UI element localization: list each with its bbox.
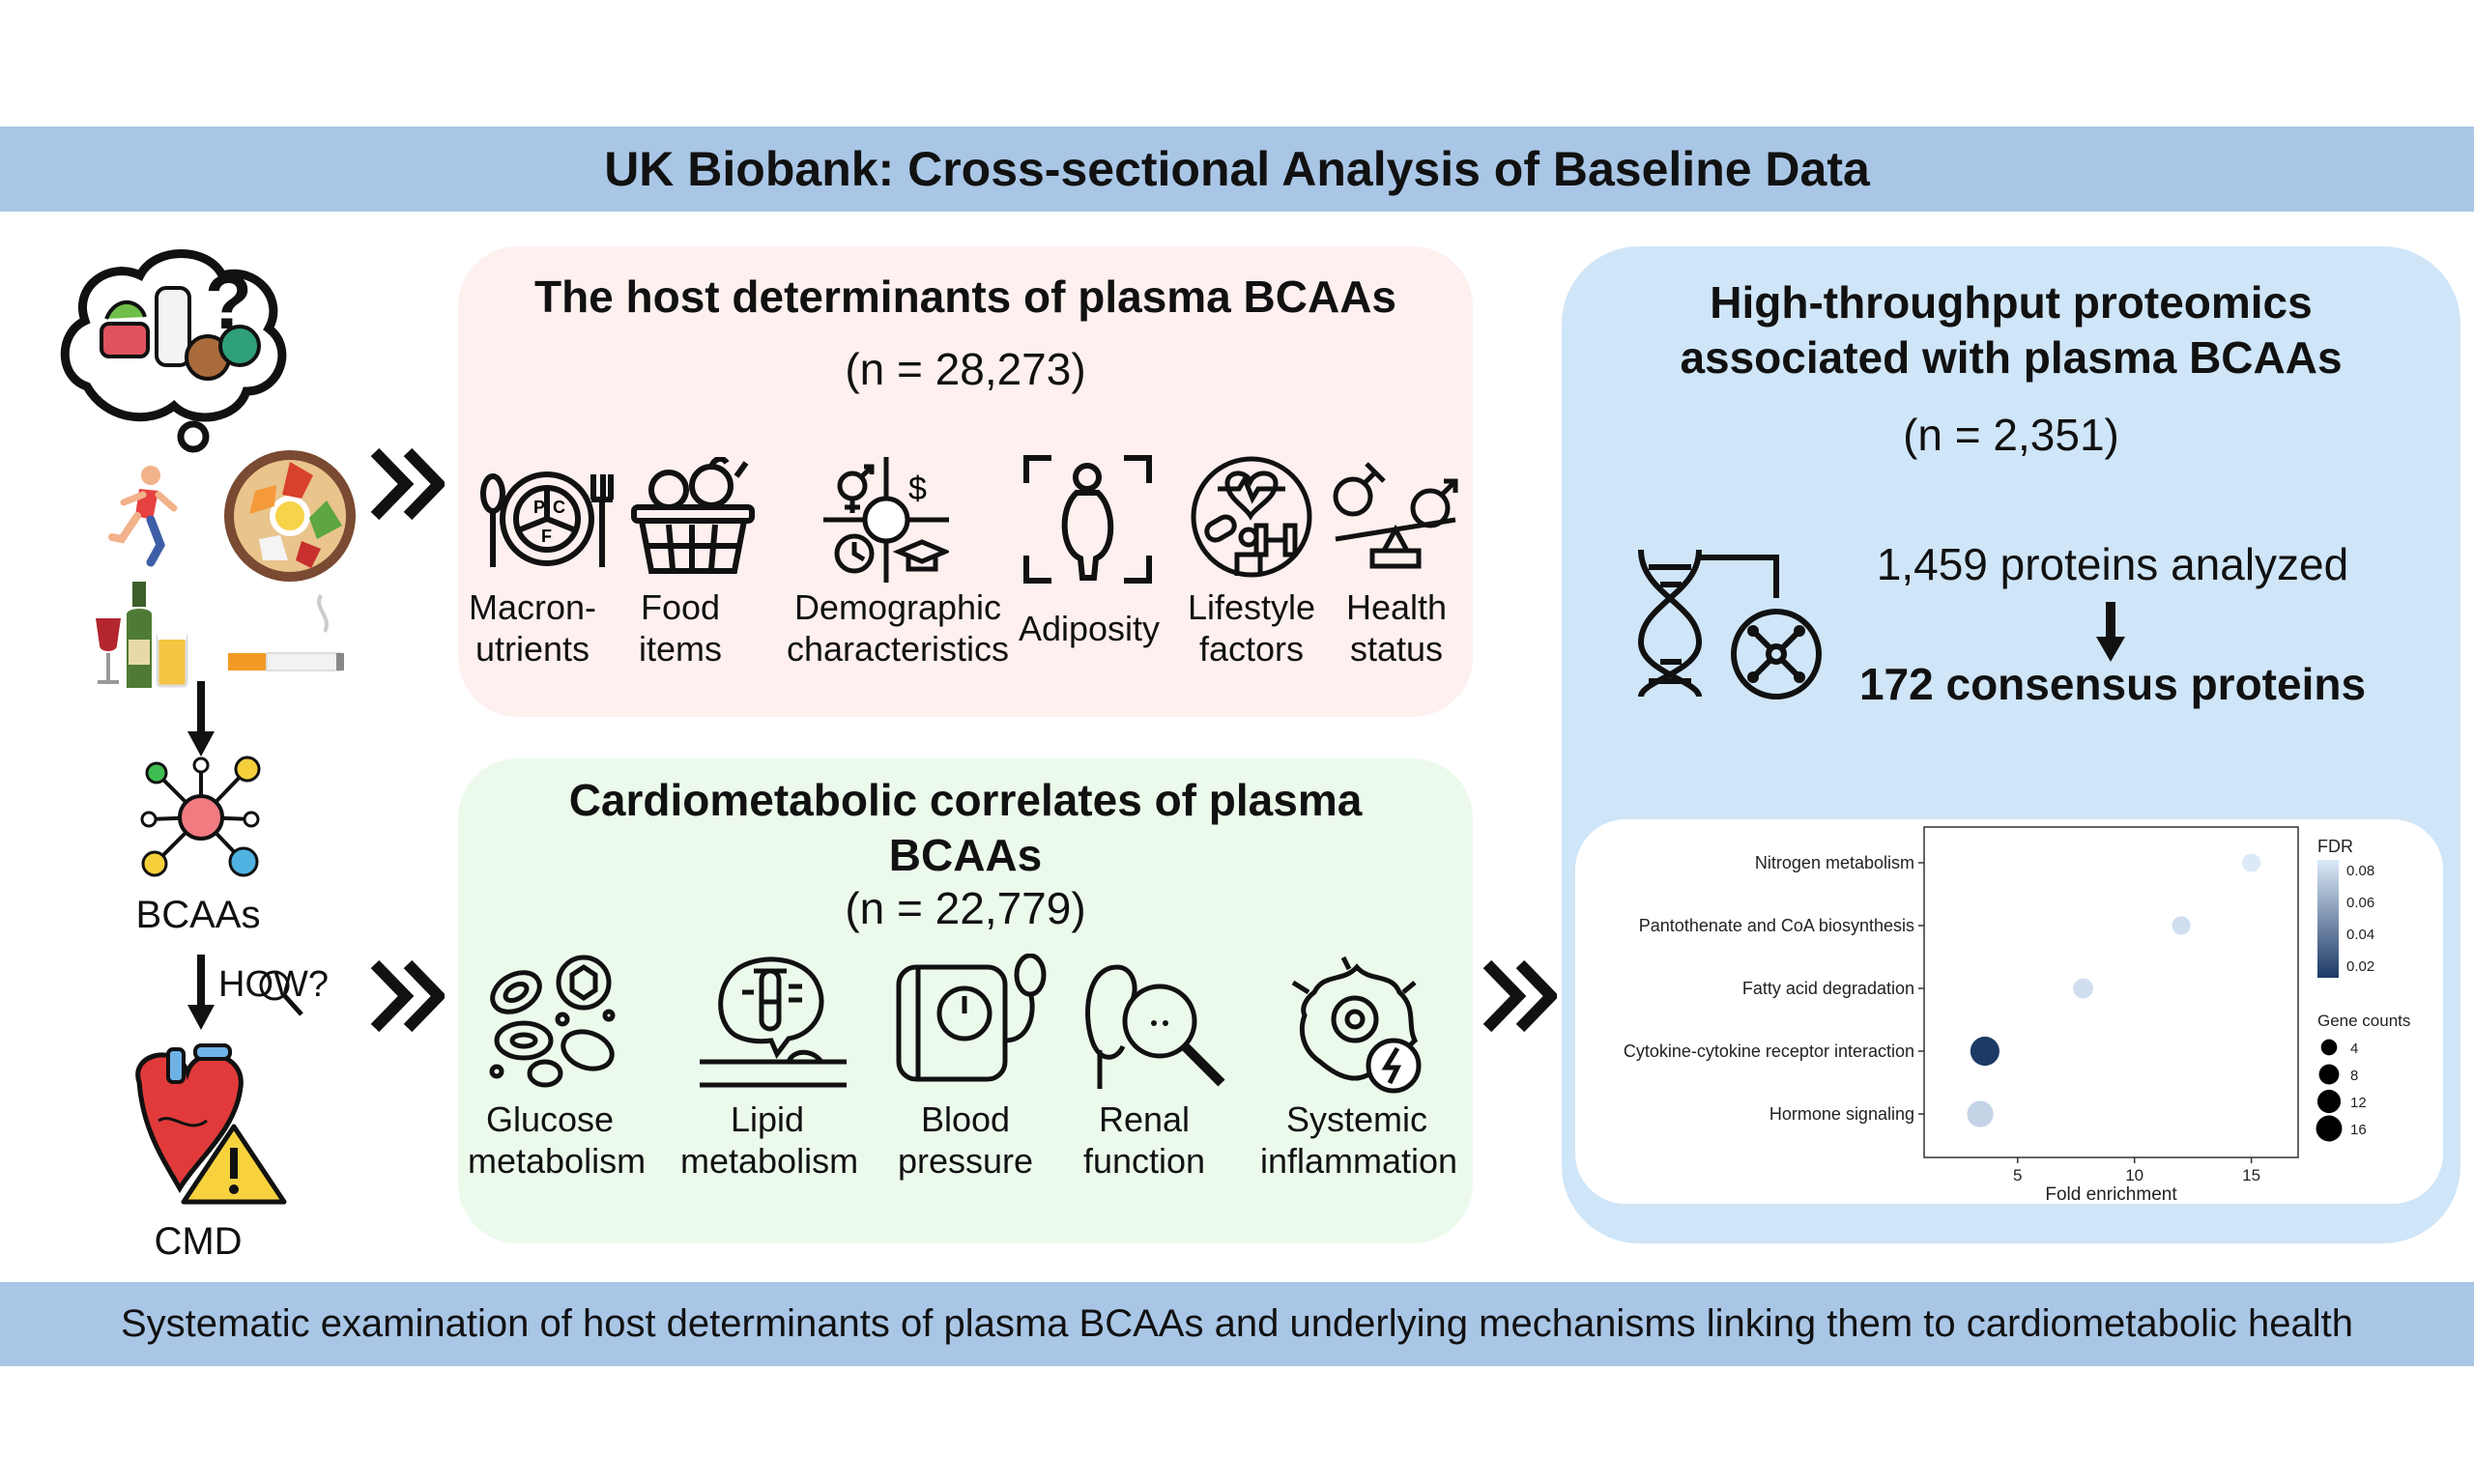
size-legend-dot	[2316, 1089, 2342, 1114]
proteins-analyzed-text: 1,459 proteins analyzed	[1876, 539, 2349, 589]
drinks-icon	[96, 582, 188, 688]
plot-area	[1923, 826, 2299, 1158]
x-axis-label: Fold enrichment	[2045, 1184, 2177, 1204]
size-legend-label: 16	[2350, 1122, 2367, 1138]
size-legend-label: 12	[2350, 1095, 2367, 1111]
size-legend-dot	[2320, 1039, 2338, 1056]
fdr-legend-label: 0.02	[2346, 958, 2374, 975]
cmd-label: CMD	[154, 1220, 243, 1263]
cigarette-icon	[228, 594, 344, 671]
double-chevron-right-icon	[370, 959, 445, 1033]
arrow-down-icon	[187, 955, 215, 1030]
host-item-macronutrients: Macron-utrients	[468, 587, 597, 669]
size-legend-label: 4	[2350, 1041, 2358, 1057]
heart-dumbbell-icon	[1191, 456, 1312, 578]
body-scan-icon	[1023, 455, 1152, 584]
summary-text: Systematic examination of host determina…	[120, 1302, 2354, 1345]
data-point	[2172, 916, 2191, 935]
y-tick-label: Fatty acid degradation	[1742, 979, 1914, 998]
blood-cells-sugar-icon	[489, 955, 616, 1088]
dna-protein-icon	[1637, 549, 1822, 699]
fdr-legend-label: 0.08	[2346, 863, 2374, 879]
heart-warning-icon	[135, 1043, 287, 1205]
host-determinants-panel: The host determinants of plasma BCAAs (n…	[458, 246, 1473, 717]
svg-text:$: $	[908, 471, 927, 507]
fdr-colorbar	[2317, 860, 2339, 978]
double-chevron-right-icon	[370, 447, 445, 521]
data-point	[2073, 978, 2093, 999]
food-question-thought-icon: ?	[60, 249, 287, 453]
y-tick-label: Nitrogen metabolism	[1755, 853, 1914, 872]
bcaa-label: BCAAs	[135, 894, 261, 936]
host-panel-title: The host determinants of plasma BCAAs	[533, 271, 1397, 322]
arrow-down-icon	[187, 681, 215, 756]
fdr-legend-label: 0.06	[2346, 895, 2374, 911]
food-basket-icon	[631, 457, 755, 574]
y-tick-label: Pantothenate and CoA biosynthesis	[1639, 916, 1914, 935]
size-legend-dot	[2316, 1115, 2343, 1142]
host-sample-size: (n = 28,273)	[845, 344, 1086, 394]
demographics-icon: $	[823, 457, 949, 583]
consensus-proteins-text: 172 consensus proteins	[1858, 659, 2367, 709]
double-chevron-right-icon	[1482, 959, 1557, 1033]
x-tick-label: 15	[2242, 1166, 2260, 1184]
cardio-panel-title: Cardiometabolic correlates of plasma BCA…	[568, 775, 1363, 880]
y-tick-label: Hormone signaling	[1769, 1104, 1914, 1124]
magnifier-icon	[259, 970, 303, 1016]
kidney-magnifier-icon	[1085, 964, 1225, 1089]
svg-text:C: C	[553, 498, 565, 517]
cardio-sample-size: (n = 22,779)	[845, 883, 1086, 933]
summary-banner: Systematic examination of host determina…	[0, 1282, 2474, 1366]
test-tube-lipid-icon	[700, 956, 847, 1088]
inflamed-cell-icon	[1291, 956, 1422, 1094]
data-point	[1970, 1036, 1999, 1067]
host-item-adiposity: Adiposity	[1018, 609, 1161, 648]
x-tick-label: 5	[2013, 1166, 2022, 1184]
proteomics-sample-size: (n = 2,351)	[1903, 410, 2119, 460]
data-point	[2242, 853, 2261, 872]
proteomics-panel-title: High-throughput proteomics associated wi…	[1680, 277, 2343, 383]
data-point	[1967, 1100, 1994, 1127]
size-legend-label: 8	[2350, 1068, 2358, 1084]
y-tick-label: Cytokine-cytokine receptor interaction	[1624, 1042, 1914, 1061]
food-bowl-icon	[224, 450, 356, 582]
bcaa-molecule-network-icon	[140, 756, 261, 877]
x-tick-label: 10	[2125, 1166, 2143, 1184]
blood-pressure-cuff-icon	[896, 954, 1047, 1082]
page-title: UK Biobank: Cross-sectional Analysis of …	[604, 142, 1870, 196]
arrow-down-icon	[2096, 602, 2125, 662]
svg-text:?: ?	[205, 259, 252, 345]
runner-icon	[108, 466, 178, 567]
svg-text:F: F	[541, 527, 552, 546]
fdr-legend-label: 0.04	[2346, 927, 2374, 943]
title-banner: UK Biobank: Cross-sectional Analysis of …	[0, 127, 2474, 212]
gender-balance-icon	[1333, 462, 1458, 569]
cardiometabolic-correlates-panel: Cardiometabolic correlates of plasma BCA…	[458, 758, 1473, 1243]
size-legend-dot	[2318, 1064, 2340, 1085]
plate-macronutrients-icon: P C F	[480, 471, 614, 567]
size-legend-title: Gene counts	[2317, 1012, 2410, 1030]
fdr-legend-title: FDR	[2317, 837, 2353, 856]
svg-text:P: P	[533, 498, 545, 517]
